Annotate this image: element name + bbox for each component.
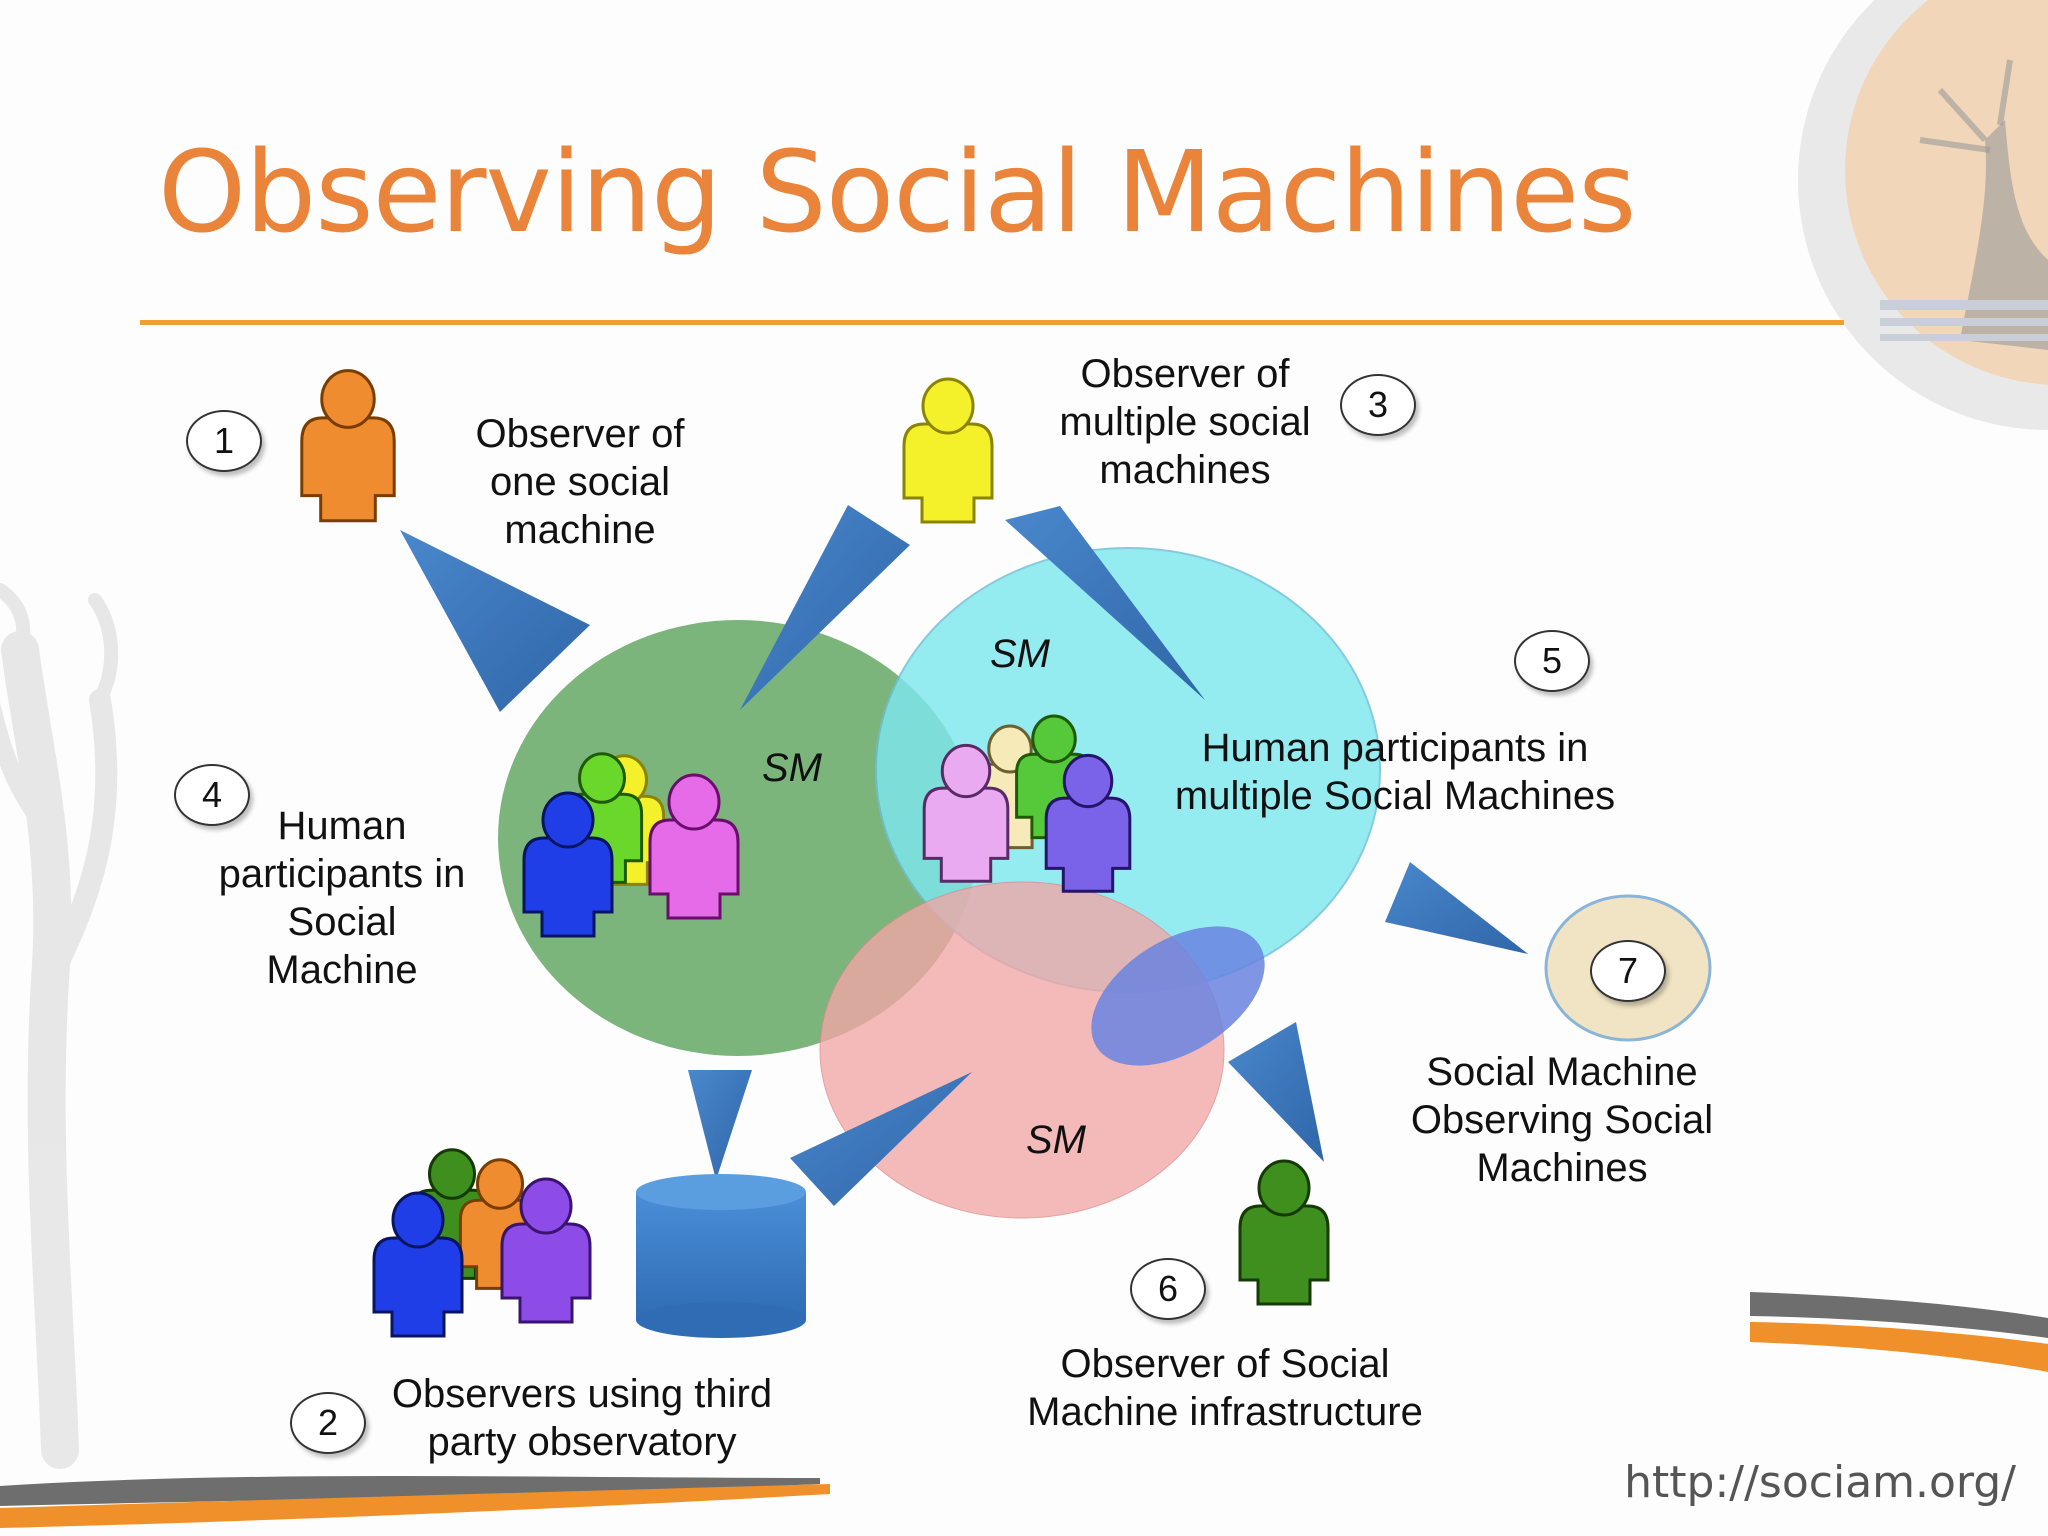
sociam-logo-emblem [1798,0,2048,430]
arrow-observer-multiple-right [1005,506,1205,700]
slide-title: Observing Social Machines [158,128,1636,258]
arrow-observer-multiple-left [740,505,910,710]
badge-1: 1 [186,410,262,472]
website-url: http://sociam.org/ [1624,1457,2016,1508]
person-icon-group-a [522,791,614,938]
label-observers-third-party: Observers using third party observatory [391,1372,773,1464]
person-icon-observer-infrastructure [1238,1159,1330,1306]
arrow-third-party-observatory [790,1072,972,1206]
sm-label-cyan: SM [990,632,1050,676]
person-icon-group-c [500,1177,592,1324]
badge-3: 3 [1340,374,1416,436]
person-icon-observer-one [300,369,396,523]
person-icon-group-c [372,1191,464,1338]
badge-6: 6 [1130,1258,1206,1320]
arrow-sm-observing [1385,862,1528,954]
sm-circle-pink [819,881,1225,1219]
bottom-swoosh [0,1292,2048,1528]
tree-silhouette [0,583,119,1469]
label-participants-multiple: Human participants in multiple Social Ma… [1174,726,1616,818]
badge-2: 2 [290,1392,366,1454]
label-participants-one: Human participants in Social Machine [218,804,466,992]
person-icon-group-b [922,743,1010,883]
badge-4: 4 [174,764,250,826]
person-icon-group-b [1044,753,1132,893]
arrow-to-database [688,1070,752,1180]
arrow-infrastructure [1228,1022,1324,1162]
arrow-observer-one [400,530,590,712]
title-underline [140,320,1844,325]
person-icon-observer-multiple [902,377,994,524]
badge-7: 7 [1590,940,1666,1002]
label-sm-observing: Social Machine Observing Social Machines [1410,1050,1714,1190]
person-icon-group-a [648,773,740,920]
label-observer-multiple: Observer of multiple social machines [1059,352,1311,492]
infrastructure-ellipse [1091,926,1265,1066]
badge-5: 5 [1514,630,1590,692]
sm-label-pink: SM [1026,1118,1086,1162]
observatory-database-icon [636,1174,806,1338]
label-observer-one: Observer of one social machine [475,412,685,552]
label-observer-infrastructure: Observer of Social Machine infrastructur… [1027,1342,1423,1434]
sm-label-green: SM [762,746,822,790]
